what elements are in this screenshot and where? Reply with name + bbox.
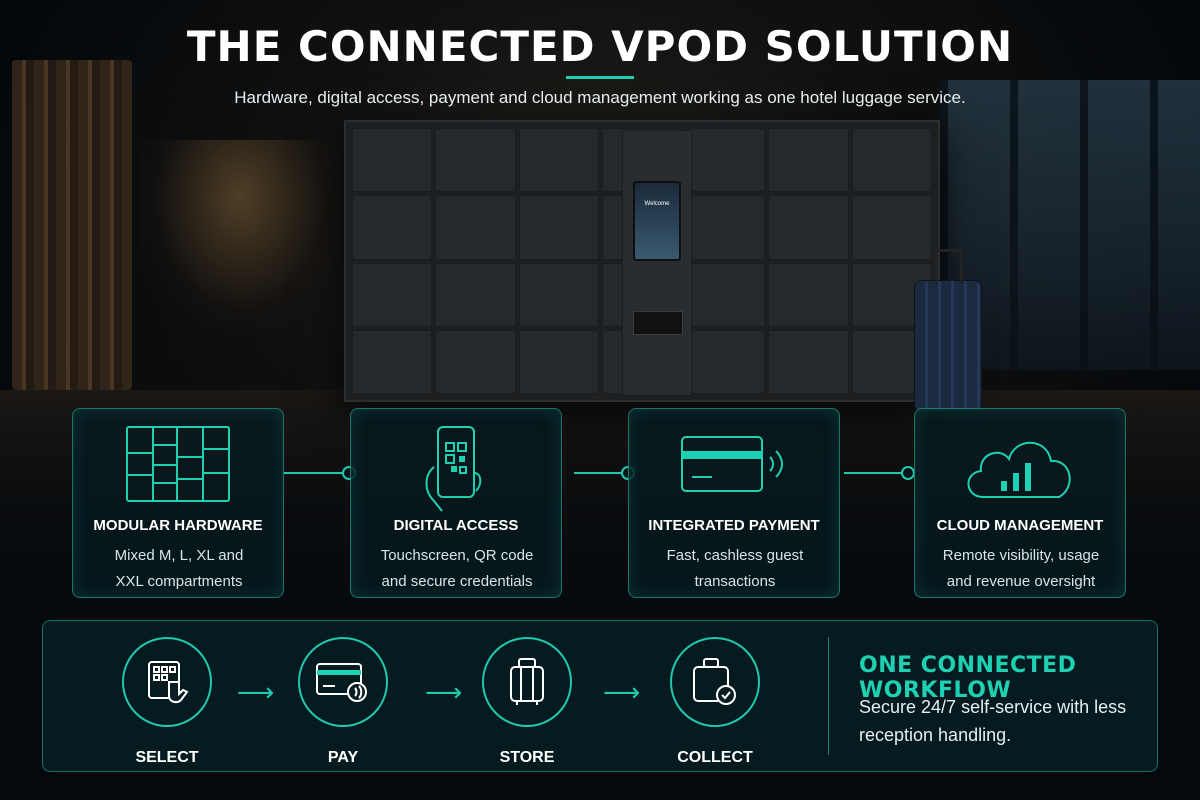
card-tap-icon bbox=[298, 637, 388, 727]
feature-card-digital-access: DIGITAL ACCESS Touchscreen, QR code and … bbox=[350, 408, 562, 598]
workflow-step-select: SELECT bbox=[107, 637, 227, 767]
arrow-right-icon: ⟶ bbox=[425, 677, 463, 707]
feature-description: Mixed M, L, XL and XXL compartments bbox=[83, 543, 275, 595]
luggage-icon bbox=[482, 637, 572, 727]
workflow-panel: SELECT ⟶ PAY ⟶ STORE ⟶ bbox=[42, 620, 1158, 772]
locker-door bbox=[352, 329, 433, 394]
connector-dot bbox=[901, 466, 915, 480]
feature-description-line: and secure credentials bbox=[381, 573, 533, 590]
workflow-step-store: STORE bbox=[467, 637, 587, 767]
arrow-right-icon: ⟶ bbox=[603, 677, 641, 707]
lobby-lighting bbox=[140, 140, 340, 330]
feature-description-line: and revenue oversight bbox=[946, 573, 1096, 590]
feature-title: MODULAR HARDWARE bbox=[93, 517, 263, 534]
feature-description-line: Remote visibility, usage bbox=[942, 547, 1100, 564]
title-underline bbox=[566, 76, 634, 79]
locker-door bbox=[435, 329, 516, 394]
feature-card-integrated-payment: INTEGRATED PAYMENT Fast, cashless guest … bbox=[628, 408, 840, 598]
cloud-chart-icon bbox=[915, 423, 1125, 519]
locker-door bbox=[352, 262, 433, 327]
workflow-title: ONE CONNECTED WORKFLOW bbox=[859, 653, 1077, 703]
locker-door bbox=[518, 262, 599, 327]
feature-description: Remote visibility, usage and revenue ove… bbox=[925, 543, 1117, 595]
feature-description-line: XXL compartments bbox=[115, 573, 243, 590]
workflow-step-label: COLLECT bbox=[677, 749, 753, 766]
kiosk-screen[interactable]: Welcome bbox=[633, 181, 681, 261]
kiosk-card-slot bbox=[633, 311, 683, 335]
feature-card-cloud-management: CLOUD MANAGEMENT Remote visibility, usag… bbox=[914, 408, 1126, 598]
feature-description: Fast, cashless guest transactions bbox=[639, 543, 831, 595]
suitcase-image bbox=[914, 249, 982, 412]
locker-grid-icon bbox=[73, 423, 283, 519]
locker-door bbox=[685, 262, 766, 327]
workflow-step-pay: PAY bbox=[283, 637, 403, 767]
workflow-step-label: PAY bbox=[327, 749, 359, 766]
locker-door bbox=[435, 262, 516, 327]
page-title: THE CONNECTED VPOD SOLUTION bbox=[186, 22, 1014, 71]
feature-description: Touchscreen, QR code and secure credenti… bbox=[361, 543, 553, 595]
workflow-divider bbox=[828, 637, 829, 755]
feature-title: INTEGRATED PAYMENT bbox=[648, 517, 820, 534]
feature-description-line: transactions bbox=[694, 573, 776, 590]
locker-door bbox=[518, 329, 599, 394]
locker-door bbox=[435, 195, 516, 260]
locker-door bbox=[768, 262, 849, 327]
locker-door bbox=[518, 195, 599, 260]
locker-door bbox=[352, 128, 433, 193]
locker-door bbox=[768, 128, 849, 193]
locker-door bbox=[768, 329, 849, 394]
phone-qr-icon bbox=[351, 423, 561, 519]
connector-line bbox=[574, 472, 626, 474]
keypad-touch-icon bbox=[122, 637, 212, 727]
locker-door bbox=[352, 195, 433, 260]
locker-door bbox=[685, 195, 766, 260]
locker-door bbox=[851, 195, 932, 260]
workflow-step-collect: COLLECT bbox=[655, 637, 775, 767]
feature-description-line: Touchscreen, QR code bbox=[380, 547, 534, 564]
feature-description-line: Mixed M, L, XL and bbox=[114, 547, 244, 564]
locker-door bbox=[435, 128, 516, 193]
workflow-step-label: STORE bbox=[499, 749, 555, 766]
wood-pillar bbox=[12, 60, 132, 390]
suitcase-handle bbox=[935, 249, 963, 284]
lobby-window bbox=[940, 80, 1200, 370]
kiosk-welcome-text: Welcome bbox=[644, 201, 670, 207]
locker-door bbox=[685, 329, 766, 394]
contactless-card-icon bbox=[629, 423, 839, 519]
locker-door bbox=[768, 195, 849, 260]
page-subtitle: Hardware, digital access, payment and cl… bbox=[234, 88, 966, 107]
kiosk-panel: Welcome bbox=[622, 130, 692, 396]
connector-line bbox=[844, 472, 910, 474]
locker-door bbox=[518, 128, 599, 193]
locker-door bbox=[851, 128, 932, 193]
locker-door bbox=[685, 128, 766, 193]
feature-card-modular-hardware: MODULAR HARDWARE Mixed M, L, XL and XXL … bbox=[72, 408, 284, 598]
feature-description-line: Fast, cashless guest bbox=[666, 547, 804, 564]
connector-line bbox=[284, 472, 348, 474]
workflow-description: Secure 24/7 self-service with less recep… bbox=[859, 697, 1127, 745]
feature-title: DIGITAL ACCESS bbox=[393, 517, 519, 534]
arrow-right-icon: ⟶ bbox=[237, 677, 275, 707]
workflow-step-label: SELECT bbox=[135, 749, 199, 766]
feature-title: CLOUD MANAGEMENT bbox=[936, 517, 1104, 534]
bag-check-icon bbox=[670, 637, 760, 727]
